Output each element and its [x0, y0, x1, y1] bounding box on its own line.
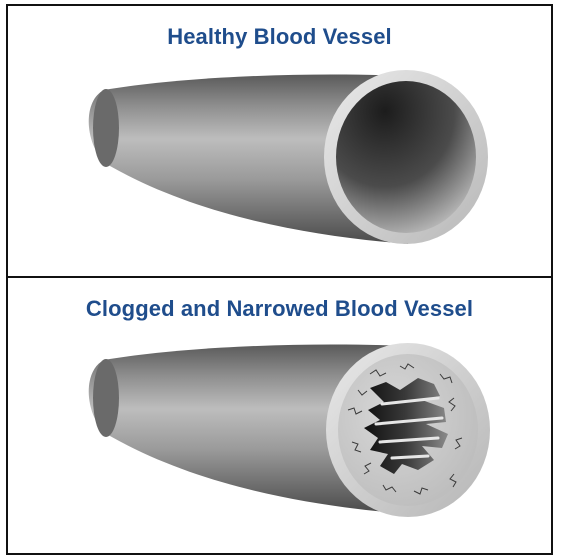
clogged-vessel-illustration: [8, 278, 555, 557]
healthy-vessel-lumen: [336, 81, 476, 233]
healthy-vessel-panel: Healthy Blood Vessel: [6, 4, 553, 278]
healthy-vessel-illustration: [8, 6, 555, 280]
clogged-vessel-panel: Clogged and Narrowed Blood Vessel: [6, 276, 553, 555]
healthy-vessel-left-end: [93, 89, 119, 167]
clogged-vessel-left-end: [93, 359, 119, 437]
